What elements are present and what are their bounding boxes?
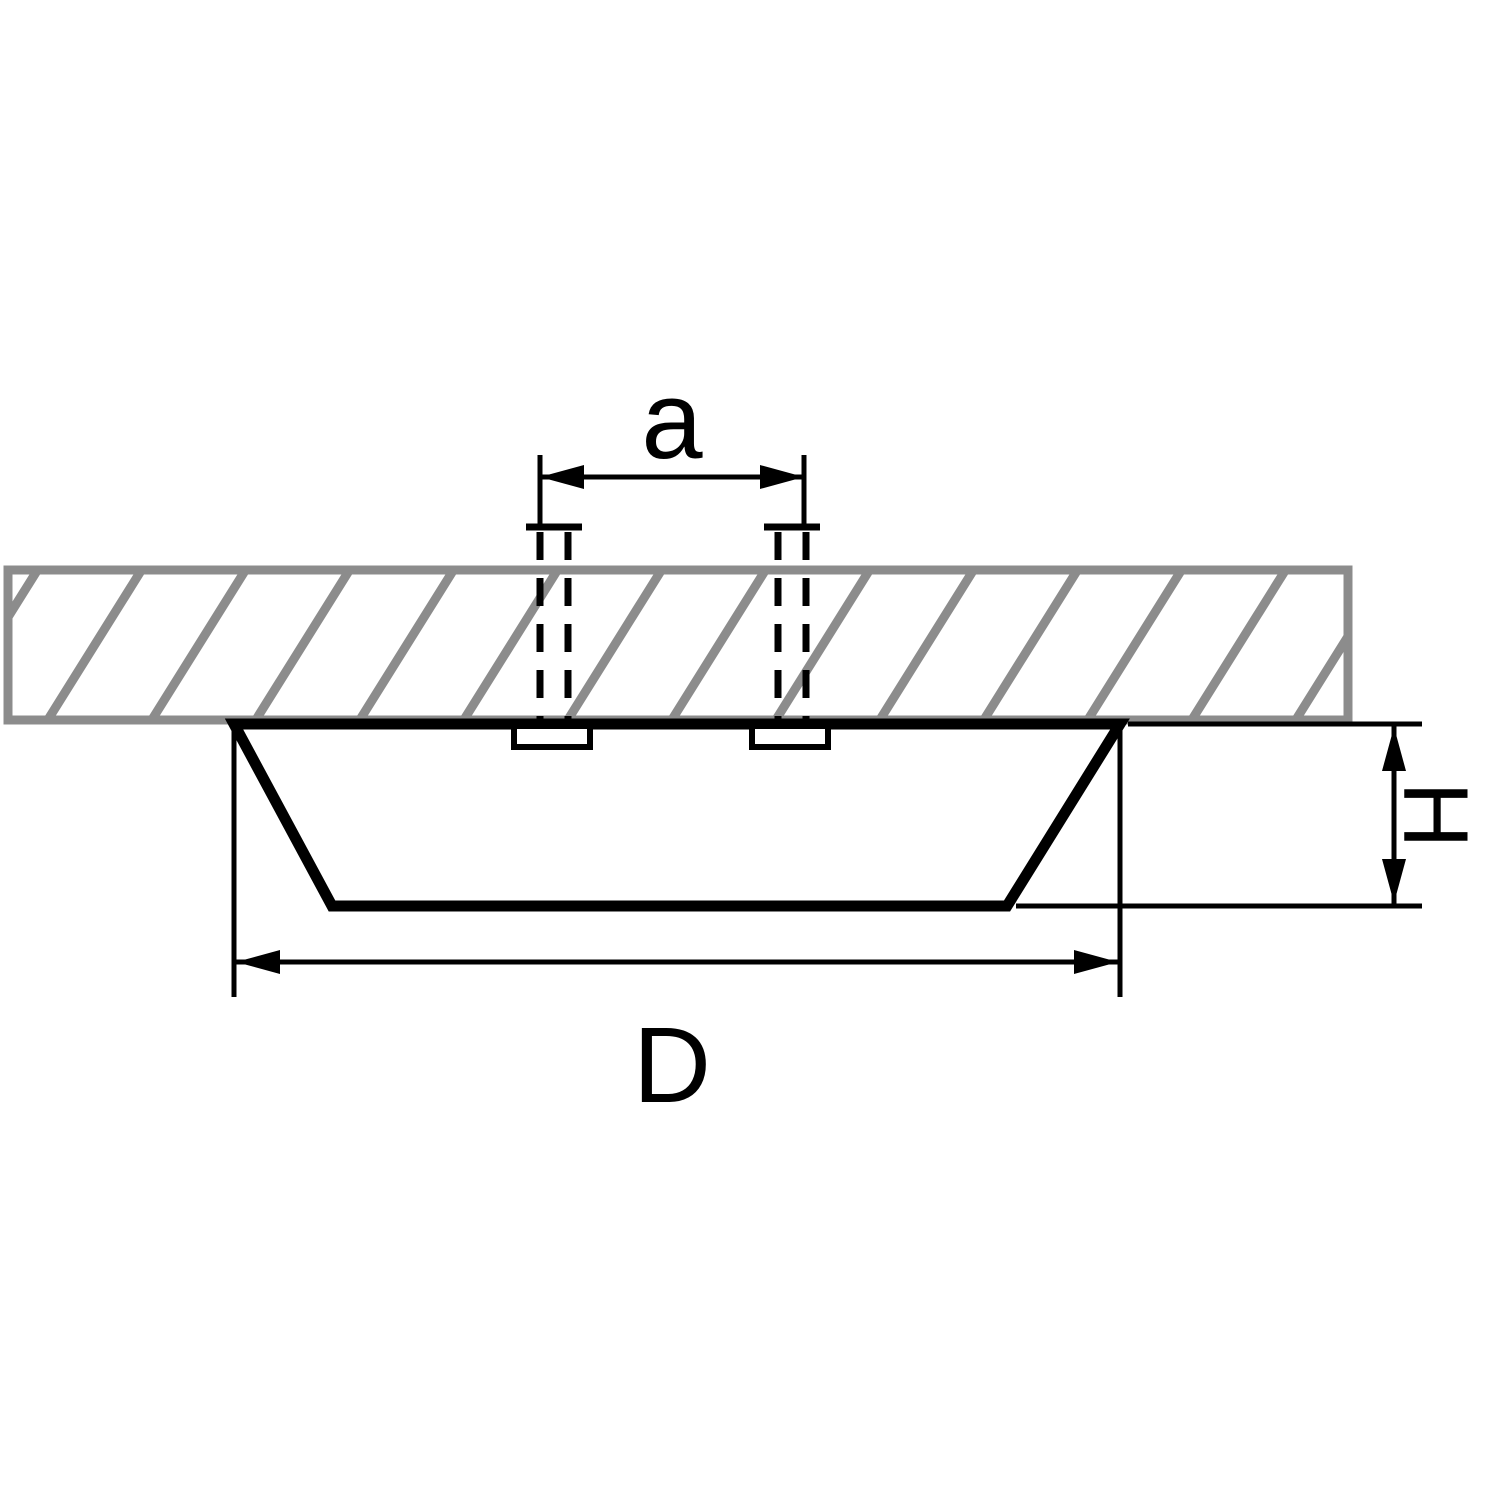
label-hole-spacing: a [641, 359, 703, 482]
hatch-line [1187, 571, 1291, 719]
hatch-line [43, 571, 147, 719]
arrowhead-right-icon [760, 465, 804, 489]
arrowheads [236, 950, 1118, 974]
hatch-line [979, 571, 1083, 719]
hatch-line [1291, 634, 1344, 719]
arrowheads [1382, 727, 1406, 903]
hatch-line [771, 571, 875, 719]
label-diameter: D [633, 1004, 711, 1125]
mounting-screw-holes [526, 523, 820, 722]
dimension-d [231, 728, 1123, 997]
arrowheads [540, 465, 804, 489]
mounting-tab [749, 723, 831, 750]
dimension-a [537, 455, 807, 527]
hatch-line [667, 571, 771, 719]
hatch-line [147, 571, 251, 719]
ceiling-outline [3, 565, 1353, 725]
hatch-line [1083, 571, 1187, 719]
hatch-line [355, 571, 459, 719]
hatch-line [459, 571, 563, 719]
hatch-line [875, 571, 979, 719]
luminaire-body [224, 718, 1130, 912]
arrowhead-down-icon [1382, 859, 1406, 903]
arrowhead-up-icon [1382, 727, 1406, 771]
arrowhead-left-icon [540, 465, 584, 489]
hatch-line [12, 571, 43, 620]
hatch-line [251, 571, 355, 719]
hatch-line [563, 571, 667, 719]
arrowhead-left-icon [236, 950, 280, 974]
mounting-tab [511, 723, 593, 750]
ceiling-hatch [12, 571, 1344, 719]
luminaire-outline [224, 718, 1130, 912]
ceiling-section [3, 565, 1353, 725]
dimension-h [1016, 721, 1422, 909]
arrowhead-right-icon [1074, 950, 1118, 974]
label-height: H [1384, 782, 1486, 848]
